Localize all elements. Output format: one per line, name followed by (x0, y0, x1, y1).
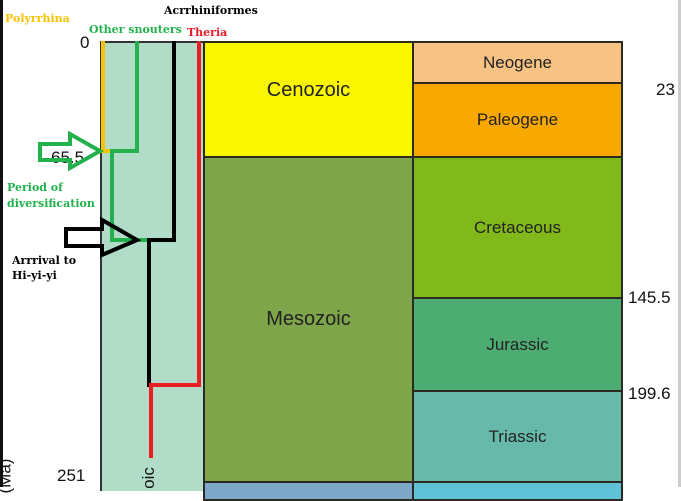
period-label: Jurassic (486, 334, 549, 354)
label-period-diversification: Period of diversification (7, 181, 95, 210)
right-border (678, 0, 681, 487)
acrrhiniformes-line (147, 41, 200, 387)
polyrrhina-line (101, 41, 111, 153)
period-label: Neogene (482, 52, 552, 72)
period-cretaceous: Cretaceous (412, 156, 623, 299)
tick-23: 23 (656, 80, 675, 99)
label-other-snouters: Other snouters (89, 23, 182, 36)
tick-199: 199.6 (628, 384, 671, 403)
label-acrrhiniformes: Acrrhiniformes (164, 4, 258, 17)
label-polyrrhina: Polyrrhina (5, 12, 70, 25)
period-label: Paleogene (476, 110, 559, 129)
label-theria: Theria (187, 26, 228, 39)
left-border (0, 0, 3, 487)
tick-65: 65.5 (51, 148, 85, 167)
black-arrow-icon (64, 216, 142, 259)
period-label: Cretaceous (474, 217, 561, 237)
tick-145: 145.5 (628, 288, 671, 307)
other-snouters-line (110, 41, 149, 242)
phylogeny-lines (38, 41, 201, 458)
period-label: Triassic (488, 426, 547, 446)
tick-251: 251 (57, 466, 86, 485)
era-label: Cenozoic (266, 79, 351, 101)
tick-0: 0 (80, 33, 90, 52)
era-label: Mesozoic (266, 308, 351, 330)
theria-line (149, 41, 201, 458)
era-cenozoic: Cenozoic (203, 41, 414, 158)
label-arrival: Arrrival to Hi-yi-yi (12, 254, 77, 282)
green-arrow-icon (38, 130, 105, 172)
